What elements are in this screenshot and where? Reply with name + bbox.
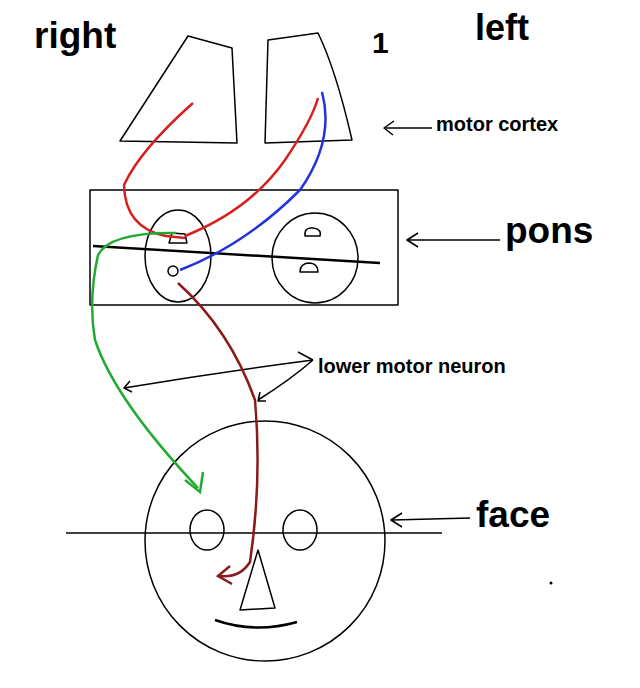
right-hemisphere [120, 36, 237, 143]
lower-nucleus-mark [168, 266, 178, 276]
part-label: face [476, 496, 550, 533]
leader-arrow [384, 121, 432, 135]
eye [190, 510, 224, 550]
arrowhead [218, 566, 232, 584]
upper-motor-neuron [180, 92, 326, 270]
nose [240, 550, 275, 610]
bracket-lines [124, 352, 313, 401]
leader-arrow [391, 513, 470, 527]
lower-motor-neuron-lower-face [178, 283, 258, 576]
left-hemisphere [265, 33, 352, 143]
upper-motor-neuron [124, 103, 193, 238]
dot [550, 582, 553, 585]
figure-number: 1 [372, 28, 389, 58]
lower-nucleus-mark [300, 263, 318, 272]
part-label: motor cortex [436, 114, 558, 134]
midline [93, 246, 380, 263]
side-label: right [34, 17, 116, 54]
arrowhead [185, 472, 203, 492]
leader-arrow [407, 233, 500, 247]
part-label: lower motor neuron [318, 356, 506, 376]
pons-box [90, 190, 398, 305]
lower-motor-neuron-upper-face [92, 233, 198, 488]
face-circle [145, 421, 385, 661]
side-label: left [475, 10, 529, 46]
upper-motor-neuron [185, 98, 318, 236]
part-label: pons [505, 212, 593, 249]
right-pons-nucleus [145, 210, 211, 302]
upper-nucleus-mark [305, 228, 320, 236]
eye [283, 510, 317, 550]
mouth [215, 620, 297, 628]
